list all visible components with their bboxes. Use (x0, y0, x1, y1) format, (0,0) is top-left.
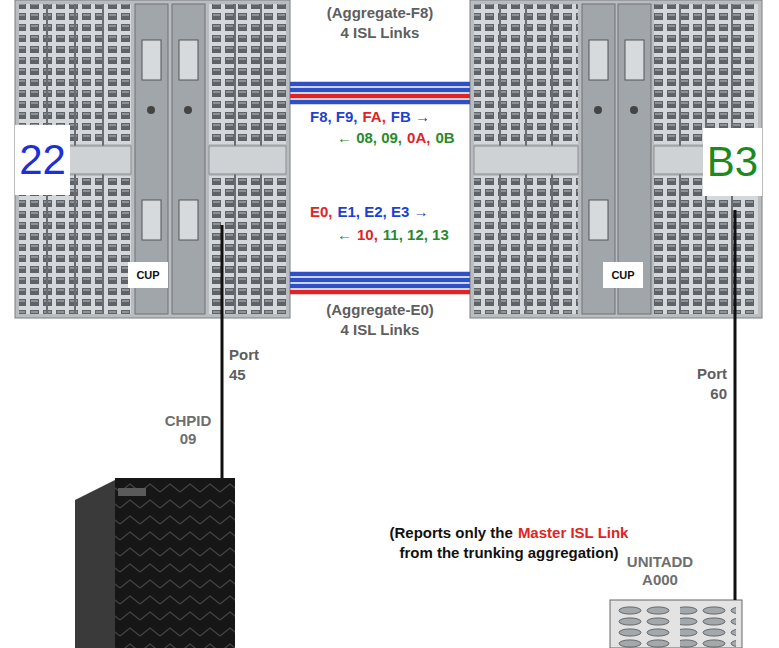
fiber-link (735, 318, 736, 600)
port-list: ← 08, 09, 0A, 0B (337, 129, 455, 147)
director-id: 22 (15, 125, 70, 195)
port-label: Port 45 (229, 345, 269, 384)
port-number: 10, (357, 226, 378, 244)
director-chassis-art (15, 0, 290, 318)
isl-link (290, 82, 470, 87)
director-id: B3 (703, 128, 762, 196)
fan-band (474, 146, 578, 174)
port-number: ← (337, 226, 352, 244)
isl-link (290, 94, 470, 99)
chassis-frame (470, 0, 762, 318)
mainframe-art (75, 478, 235, 648)
note: (Reports only theMaster ISL Linkfrom the… (373, 523, 645, 562)
port-list: F8, F9, FA, FB → (310, 108, 430, 126)
port-number: E0, (310, 203, 333, 221)
port-number: 0A, (407, 129, 430, 147)
note-line: from the trunking aggregation) (373, 543, 645, 563)
isl-link (290, 272, 470, 277)
port-number: F8, F9, (310, 108, 358, 126)
control-module (172, 4, 205, 314)
fiber-cable (221, 318, 224, 478)
note-text: Master ISL Link (518, 523, 629, 543)
mainframe: CHPID 09 (75, 478, 235, 648)
port-blades (209, 4, 286, 144)
isl-link (290, 290, 470, 295)
isl-link (290, 100, 470, 105)
disk-stack (616, 604, 672, 648)
chpid-label: CHPID 09 (160, 412, 216, 448)
storage-unit: UNITADD A000 (610, 600, 742, 648)
cup-box: CUP (603, 262, 643, 288)
cable (221, 225, 224, 318)
cable (734, 210, 737, 318)
module-led (630, 106, 638, 114)
fiber-cable (734, 318, 737, 600)
storage-art (610, 600, 742, 648)
disk-stack (680, 604, 736, 648)
unit-address-label: UNITADD A000 (621, 553, 699, 589)
module-panel (142, 40, 161, 80)
module-panel (589, 40, 608, 80)
director-chassis-art (470, 0, 762, 318)
module-panel (142, 200, 161, 240)
director-chassis: 22CUP (15, 0, 290, 318)
isl-link (290, 284, 470, 289)
port-list: E0, E1, E2, E3 → (310, 203, 428, 221)
note-text: (Reports only the (390, 523, 513, 543)
aggregate-label: (Aggregate-E0) 4 ISL Links (324, 300, 436, 339)
mainframe-panel (118, 488, 146, 496)
port-number: FA, (363, 108, 386, 126)
isl-link (290, 278, 470, 283)
fiber-link (222, 318, 223, 478)
isl-link (290, 88, 470, 93)
mainframe-side (75, 480, 115, 648)
cup-label: CUP (136, 269, 159, 281)
module-panel (179, 200, 198, 240)
module-panel (179, 40, 198, 80)
director-chassis: B3CUP (470, 0, 762, 318)
module-panel (625, 40, 644, 80)
storage-cabinet (610, 600, 742, 648)
port-number: 11, 12, 13 (383, 226, 449, 244)
module-led (147, 106, 155, 114)
port-number: E1, E2, E3 → (338, 203, 429, 221)
port-label: Port 60 (687, 364, 727, 403)
port-number: FB → (391, 108, 430, 126)
port-number: 0B (435, 129, 454, 147)
module-led (184, 106, 192, 114)
aggregate-label: (Aggregate-F8) 4 ISL Links (324, 3, 436, 42)
chassis-frame (15, 0, 290, 318)
fan-band (209, 146, 286, 174)
port-list: ← 10, 11, 12, 13 (337, 226, 449, 244)
note-line: (Reports only theMaster ISL Link (373, 523, 645, 543)
isl-trunk (290, 84, 470, 102)
port-number: ← 08, 09, (337, 129, 402, 147)
cup-label: CUP (611, 269, 634, 281)
isl-trunk (290, 274, 470, 292)
module-panel (589, 200, 608, 240)
mainframe-front (115, 478, 235, 648)
cup-box: CUP (128, 262, 168, 288)
note-text: from the trunking aggregation) (399, 543, 618, 563)
module-led (594, 106, 602, 114)
